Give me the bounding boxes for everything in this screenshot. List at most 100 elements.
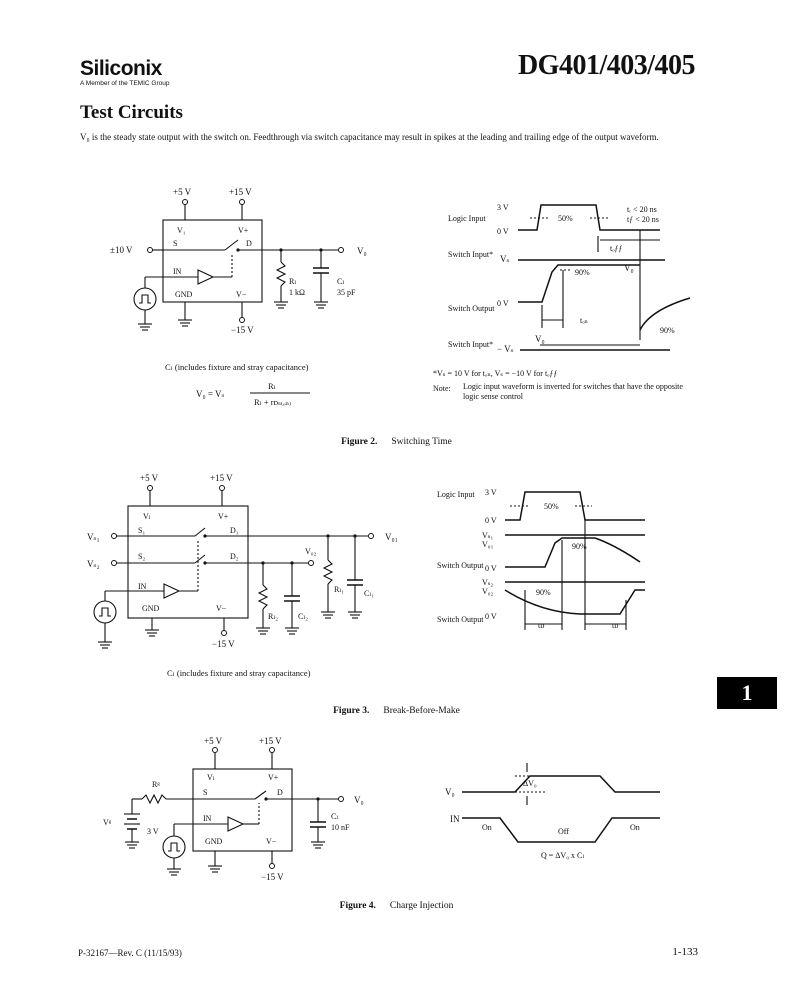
fig4-wave-dvo: ΔV₀	[523, 779, 537, 788]
fig3-supply-5v: +5 V	[140, 473, 159, 483]
fig2-supply-m15v: −15 V	[231, 325, 254, 335]
fig2-circuit: +5 V +15 V V₁ V+ ±10 V S D V₀ Rₗ 1 kΩ	[110, 187, 367, 407]
fig3-pin-vl: Vₗ	[143, 512, 151, 521]
fig2-wave-toff: tₒƒƒ	[610, 244, 623, 253]
fig3-rl2: Rₗ₂	[268, 612, 278, 621]
fig2-pin-vplus: V+	[238, 226, 249, 235]
fig2-caption: Figure 2.Switching Time	[0, 437, 793, 447]
section-title: Test Circuits	[80, 102, 183, 123]
fig3-vo1: V₀₁	[385, 532, 398, 542]
fig2-wave-50pct: 50%	[558, 214, 573, 223]
section-tab: 1	[717, 677, 777, 709]
fig4-wave-vo: V₀	[445, 787, 455, 797]
fig2-wave-tr: tᵣ < 20 ns	[627, 205, 657, 214]
fig3-vo2: V₀₂	[305, 547, 317, 556]
fig4-circuit: +5 V +15 V Vₗ V+ S Rᵍ Vᵍ D V₀ Cₗ	[103, 736, 364, 882]
footer-doc-id: P-32167—Rev. C (11/15/93)	[78, 948, 182, 958]
fig3-pin-gnd: GND	[142, 604, 160, 613]
fig2-cl-note: Cₗ (includes fixture and stray capacitan…	[165, 362, 309, 372]
fig3-cl2: Cₗ₂	[298, 612, 308, 621]
fig2-caption-num: Figure 2.	[341, 437, 378, 447]
fig4-wave-on2: On	[630, 823, 640, 832]
fig4-wave-in: IN	[450, 814, 460, 824]
fig2-wave-mvs: − Vₛ	[497, 344, 514, 354]
fig3-wave-td1: tᴅ	[538, 621, 544, 630]
part-number: DG401/403/405	[517, 50, 696, 81]
fig2-wave-90pct-a: 90%	[575, 268, 590, 277]
fig2-waveforms: Logic Input 3 V 0 V 50% tᵣ < 20 ns tƒ < …	[433, 203, 691, 401]
fig2-pin-d: D	[246, 239, 252, 248]
fig4-pin-vplus: V+	[268, 773, 279, 782]
fig2-pin-vl: V₁	[177, 226, 186, 235]
fig3-wave-vo2: V₀₂	[482, 587, 494, 596]
fig3-wave-vs2: Vₛ₂	[482, 578, 493, 587]
fig2-wave-3v: 3 V	[497, 203, 509, 212]
fig2-rl-label: Rₗ	[289, 277, 296, 286]
fig2-supply-5v: +5 V	[173, 187, 192, 197]
fig2-cl-label: Cₗ	[337, 277, 344, 286]
fig2-formula-den: Rₗ + rᴅₛ₍ₒₙ₎	[254, 397, 291, 407]
fig2-formula-num: Rₗ	[268, 381, 276, 391]
fig2-wave-0v-b: 0 V	[497, 299, 509, 308]
fig2-wave-switch-input: Switch Input*	[448, 250, 493, 259]
fig3-wave-90pct-a: 90%	[572, 542, 587, 551]
fig4-pin-vl: Vₗ	[207, 773, 215, 782]
fig2-wave-vo-b: V₀	[535, 334, 545, 344]
fig2-wave-vs: Vₛ	[500, 254, 510, 264]
intro-text: V₀ is the steady state output with the s…	[80, 132, 659, 142]
fig2-formula-lhs: V₀ = Vₛ	[196, 389, 225, 399]
fig2-cl-value: 35 pF	[337, 288, 356, 297]
fig3-pin-d1: D₁	[230, 526, 239, 535]
fig3-vs2: Vₛ₂	[87, 559, 100, 569]
siliconix-logo: Siliconix	[80, 57, 162, 80]
fig3-pin-s2: S₂	[138, 552, 145, 561]
fig2-wave-vo-a: V₀	[624, 263, 634, 273]
fig3-pin-vplus: V+	[218, 512, 229, 521]
fig2-wave-ton: tₒₙ	[580, 316, 589, 325]
fig4-v3: 3 V	[147, 827, 159, 836]
fig2-wave-note1: *Vₛ = 10 V for tₒₙ, Vₛ = −10 V for tₒƒƒ	[433, 369, 557, 378]
fig4-waveforms: V₀ ΔV₀ IN On Off On Q = ΔV₀ x Cₗ	[445, 763, 660, 860]
fig2-pin-in: IN	[173, 267, 182, 276]
fig2-wave-switch-output: Switch Output	[448, 304, 495, 313]
footer-page-number: 1-133	[672, 946, 698, 958]
fig4-caption-num: Figure 4.	[339, 901, 376, 911]
fig2-out-vo: V₀	[357, 246, 367, 256]
fig4-supply-5v: +5 V	[204, 736, 223, 746]
fig3-wave-logic-input: Logic Input	[437, 490, 475, 499]
fig3-wave-3v: 3 V	[485, 488, 497, 497]
fig2-wave-0v-a: 0 V	[497, 227, 509, 236]
fig2-wave-note2-label: Note:	[433, 384, 451, 393]
fig2-wave-tf: tƒ < 20 ns	[627, 215, 659, 224]
fig3-wave-0v-b: 0 V	[485, 564, 497, 573]
fig4-wave-on1: On	[482, 823, 492, 832]
fig3-circuit: +5 V +15 V Vₗ V+ Vₛ₁ S₁ D₁ V₀₁ Vₛ₂ S₂ D₂…	[87, 473, 398, 678]
logo-subtitle: A Member of the TEMIC Group	[80, 80, 170, 87]
fig2-wave-note2: Logic input waveform is inverted for swi…	[463, 382, 683, 401]
fig4-cl-label: Cₗ	[331, 812, 338, 821]
fig3-rl1: Rₗ₁	[334, 585, 344, 594]
fig4-pin-in: IN	[203, 814, 212, 823]
fig2-wave-90pct-b: 90%	[660, 326, 675, 335]
fig3-wave-vs1: Vₛ₁	[482, 531, 493, 540]
fig3-wave-switch-output2: Switch Output	[437, 615, 484, 624]
fig4-out-vo: V₀	[354, 795, 364, 805]
fig3-supply-15v: +15 V	[210, 473, 233, 483]
fig4-supply-15v: +15 V	[259, 736, 282, 746]
fig3-caption-text: Break-Before-Make	[383, 706, 460, 716]
fig3-wave-td2: tᴅ	[612, 621, 618, 630]
fig2-wave-logic-input: Logic Input	[448, 214, 486, 223]
fig3-pin-vminus: V−	[216, 604, 227, 613]
fig2-source-10v: ±10 V	[110, 245, 133, 255]
fig3-wave-0v-c: 0 V	[485, 612, 497, 621]
fig4-vg: Vᵍ	[103, 818, 112, 827]
fig3-cl-note: Cₗ (includes fixture and stray capacitan…	[167, 668, 311, 678]
fig2-pin-s: S	[173, 239, 177, 248]
fig4-pin-s: S	[203, 788, 207, 797]
fig3-wave-vo1: V₀₁	[482, 540, 494, 549]
fig3-wave-50pct: 50%	[544, 502, 559, 511]
fig2-pin-gnd: GND	[175, 290, 193, 299]
fig4-rg: Rᵍ	[152, 780, 160, 789]
fig3-wave-switch-output1: Switch Output	[437, 561, 484, 570]
fig3-pin-d2: D₂	[230, 552, 239, 561]
